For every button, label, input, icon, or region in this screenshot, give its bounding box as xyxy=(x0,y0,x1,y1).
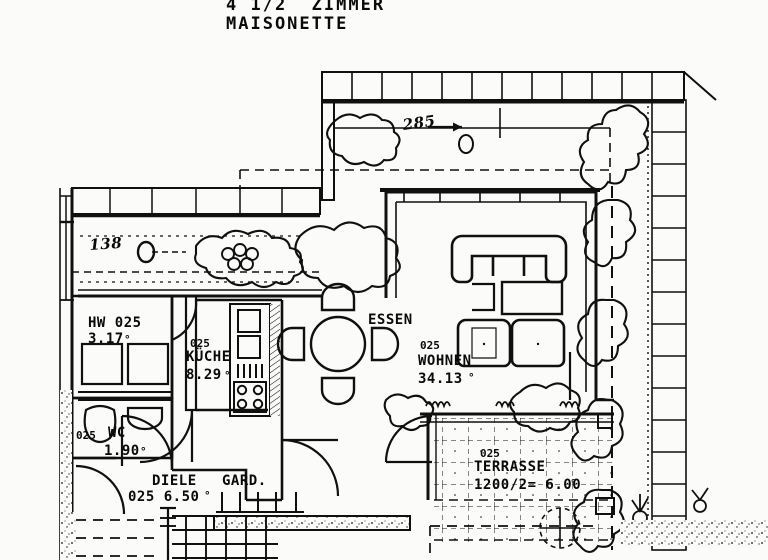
ground-texture xyxy=(620,520,768,546)
room-label-terrasse: TERRASSE xyxy=(474,459,546,475)
armchair xyxy=(456,318,512,368)
shrub-outline xyxy=(570,104,650,554)
pergola-left-return xyxy=(321,99,335,201)
room-label-wc: WC xyxy=(108,425,126,441)
wardrobe-hooks xyxy=(216,492,304,513)
room-area-hw: 3.17 xyxy=(88,331,124,347)
entry-threshold xyxy=(213,515,411,531)
window-marks xyxy=(403,190,561,202)
dining-table-round xyxy=(309,315,367,373)
kitchen-sink xyxy=(237,309,261,359)
armchair xyxy=(510,318,566,368)
kitchen-wall-hatch xyxy=(270,304,280,416)
dimension-ticks xyxy=(60,195,72,301)
west-wing-walls xyxy=(72,294,284,502)
door-hw xyxy=(171,299,198,342)
room-code-terrasse: 025 xyxy=(480,447,500,460)
room-area-unit-terrasse: ° xyxy=(570,477,577,490)
room-area-wohnen: 34.13 xyxy=(418,371,463,387)
door-hall-left xyxy=(75,464,126,515)
tree-symbol xyxy=(539,507,581,549)
shrub-outline xyxy=(326,113,401,167)
sofa-three-seat xyxy=(450,234,568,284)
door-wc xyxy=(120,414,174,467)
door-gard xyxy=(281,438,340,497)
plan-title-line1: 4 1/2 ZIMMER xyxy=(226,0,386,15)
room-area-unit-wc: ° xyxy=(140,445,147,458)
coffee-table xyxy=(472,280,564,316)
terrasse xyxy=(420,401,615,546)
room-area-unit-wohnen: ° xyxy=(468,371,475,384)
room-label-diele: DIELE xyxy=(152,473,197,489)
room-code-wohnen: 025 xyxy=(420,339,440,352)
kitchen-stove-four-burner xyxy=(233,381,267,413)
kitchen-drainer xyxy=(237,364,263,378)
room-label-gard: GARD. xyxy=(222,473,267,489)
room-area-diele: 025 6.50 xyxy=(128,489,200,505)
staircase xyxy=(160,515,278,560)
plan-title-line2: MAISONETTE xyxy=(226,14,349,34)
room-code-kueche: 025 xyxy=(190,337,210,350)
toilet xyxy=(83,404,117,444)
room-area-wc: 1.90 xyxy=(104,443,140,459)
room-area-unit-kueche: ° xyxy=(224,369,231,382)
room-label-wohnen: WOHNEN xyxy=(418,353,472,369)
lower-wall-texture xyxy=(60,512,76,560)
door-terrace xyxy=(384,414,433,464)
room-label-essen: ESSEN xyxy=(368,312,413,328)
door-kitchen xyxy=(139,409,194,464)
hw-counter xyxy=(78,391,172,401)
upper-terrace-deck xyxy=(239,108,611,190)
room-area-unit-hw: ° xyxy=(124,333,131,346)
washing-machine xyxy=(80,342,170,386)
room-area-unit-diele: ° xyxy=(204,489,211,502)
room-label-kueche: KÜCHE xyxy=(186,349,231,365)
washbasin xyxy=(126,406,164,431)
shrub-outline xyxy=(194,229,304,289)
dining-chairs xyxy=(276,282,400,406)
lower-level-dashed xyxy=(76,519,600,560)
room-area-kueche: 8.29 xyxy=(186,367,222,383)
shrub-outline xyxy=(383,382,581,433)
shrub-outline xyxy=(294,221,401,294)
living-room-walls xyxy=(380,188,614,402)
top-pergola-band xyxy=(321,71,717,104)
room-code-wc: 025 xyxy=(76,429,96,442)
handwritten-dim-138: 138 xyxy=(88,233,123,254)
room-area-terrasse: 1200/2= 6.00 xyxy=(474,477,582,493)
room-label-hw: HW 025 xyxy=(88,315,142,331)
stair-rail xyxy=(160,506,176,560)
